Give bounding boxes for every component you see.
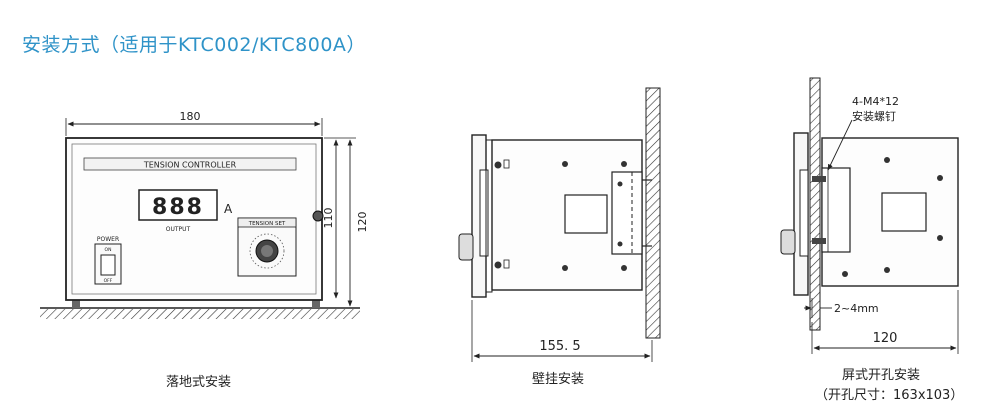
wall-knob-icon xyxy=(458,233,474,261)
wall-mount-caption: 壁挂安装 xyxy=(532,372,585,387)
panel-label: TENSION CONTROLLER xyxy=(143,161,237,170)
dim-width-180: 180 xyxy=(180,110,201,123)
power-on-label: ON xyxy=(105,247,112,253)
dim-depth-120: 120 xyxy=(873,331,898,346)
screw-icon-bottom xyxy=(812,238,826,244)
side-screw-icon xyxy=(312,210,324,222)
page-title: 安装方式（适用于KTC002/KTC800A） xyxy=(22,34,366,56)
power-switch-icon xyxy=(100,254,116,276)
screw-name-label: 安装螺钉 xyxy=(852,109,896,123)
panel-mount-diagram: 4-M4*12 安装螺钉 2~4mm 120 xyxy=(780,77,959,354)
power-off-label: OFF xyxy=(104,278,113,284)
gap-label: 2~4mm xyxy=(834,302,879,315)
display-digits: 888 xyxy=(152,195,204,220)
screw-spec-label: 4-M4*12 xyxy=(852,95,899,108)
panel-cutout-caption: （开孔尺寸：163x103） xyxy=(815,388,964,403)
dim-depth-155: 155. 5 xyxy=(539,339,580,354)
screw-icon-top xyxy=(812,176,826,182)
panel-knob-icon xyxy=(780,229,796,255)
panel-mount-caption: 屏式开孔安装 xyxy=(842,368,921,383)
floor-mount-caption: 落地式安装 xyxy=(166,375,232,390)
display-unit: A xyxy=(224,202,233,216)
knob-label: TENSION SET xyxy=(248,221,286,227)
floor-mount-diagram: TENSION CONTROLLER 888 A OUTPUT POWER ON… xyxy=(40,110,369,319)
dim-height-120: 120 xyxy=(356,212,369,233)
wall-mount-diagram: 155. 5 xyxy=(458,87,661,362)
power-label: POWER xyxy=(97,236,119,243)
dim-height-110: 110 xyxy=(322,208,335,229)
output-label: OUTPUT xyxy=(166,226,191,233)
